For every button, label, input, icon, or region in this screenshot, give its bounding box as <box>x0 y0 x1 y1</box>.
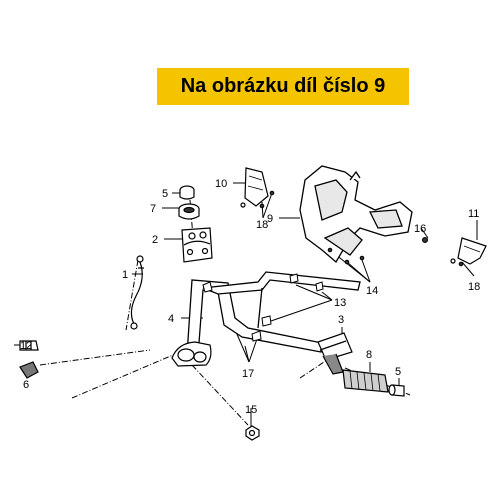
callout-1: 1 <box>122 269 128 281</box>
centerline-cable <box>125 259 139 331</box>
callout-16: 16 <box>414 223 426 235</box>
callout-11: 11 <box>468 208 479 220</box>
callout-5-top: 5 <box>162 188 168 200</box>
throttle-holder <box>181 227 213 263</box>
centerline-left-end <box>39 349 151 366</box>
handlebar-cover-part-9 <box>299 165 413 264</box>
leader-13a <box>295 284 333 301</box>
callout-8: 8 <box>366 349 372 361</box>
callout-7: 7 <box>150 203 156 215</box>
callout-12: 12 <box>20 340 32 352</box>
centerline-clamp <box>191 364 249 426</box>
callout-14: 14 <box>366 285 378 297</box>
callout-18-top: 18 <box>256 219 268 231</box>
small-screws <box>259 190 464 267</box>
cap-and-spring <box>178 185 200 220</box>
callout-5-right: 5 <box>395 366 401 378</box>
leader-13b <box>321 291 333 301</box>
bracket-part-11 <box>450 237 487 265</box>
leader-18c <box>461 261 475 277</box>
leader-17c <box>244 345 250 363</box>
callout-18-right: 18 <box>468 281 480 293</box>
handlebar-clamp-base <box>171 341 212 367</box>
leader-16 <box>420 227 429 239</box>
right-bar-end <box>388 384 405 397</box>
right-grip <box>342 369 389 393</box>
title-banner: Na obrázku díl číslo 9 <box>157 68 409 105</box>
callout-3: 3 <box>338 314 344 326</box>
nut-15 <box>245 425 260 441</box>
leader-18b <box>262 192 273 219</box>
centerline-right <box>299 357 331 379</box>
leader-13c <box>267 299 333 323</box>
callout-4: 4 <box>168 313 174 325</box>
bracket-part-10 <box>240 167 269 208</box>
left-bar-end <box>19 340 39 379</box>
banner-text: Na obrázku díl číslo 9 <box>180 75 386 97</box>
callout-15: 15 <box>245 404 257 416</box>
callout-10: 10 <box>215 178 227 190</box>
bar-bolts <box>202 273 324 342</box>
throttle-cable <box>130 255 144 330</box>
callout-13: 13 <box>334 297 346 309</box>
callout-2: 2 <box>152 234 158 246</box>
callout-9: 9 <box>267 213 273 225</box>
throttle-grip <box>317 332 353 375</box>
callout-17: 17 <box>242 368 254 380</box>
callout-6: 6 <box>23 379 29 391</box>
handlebar <box>186 271 361 357</box>
leader-14a <box>361 259 371 283</box>
centerline-left <box>71 351 181 399</box>
